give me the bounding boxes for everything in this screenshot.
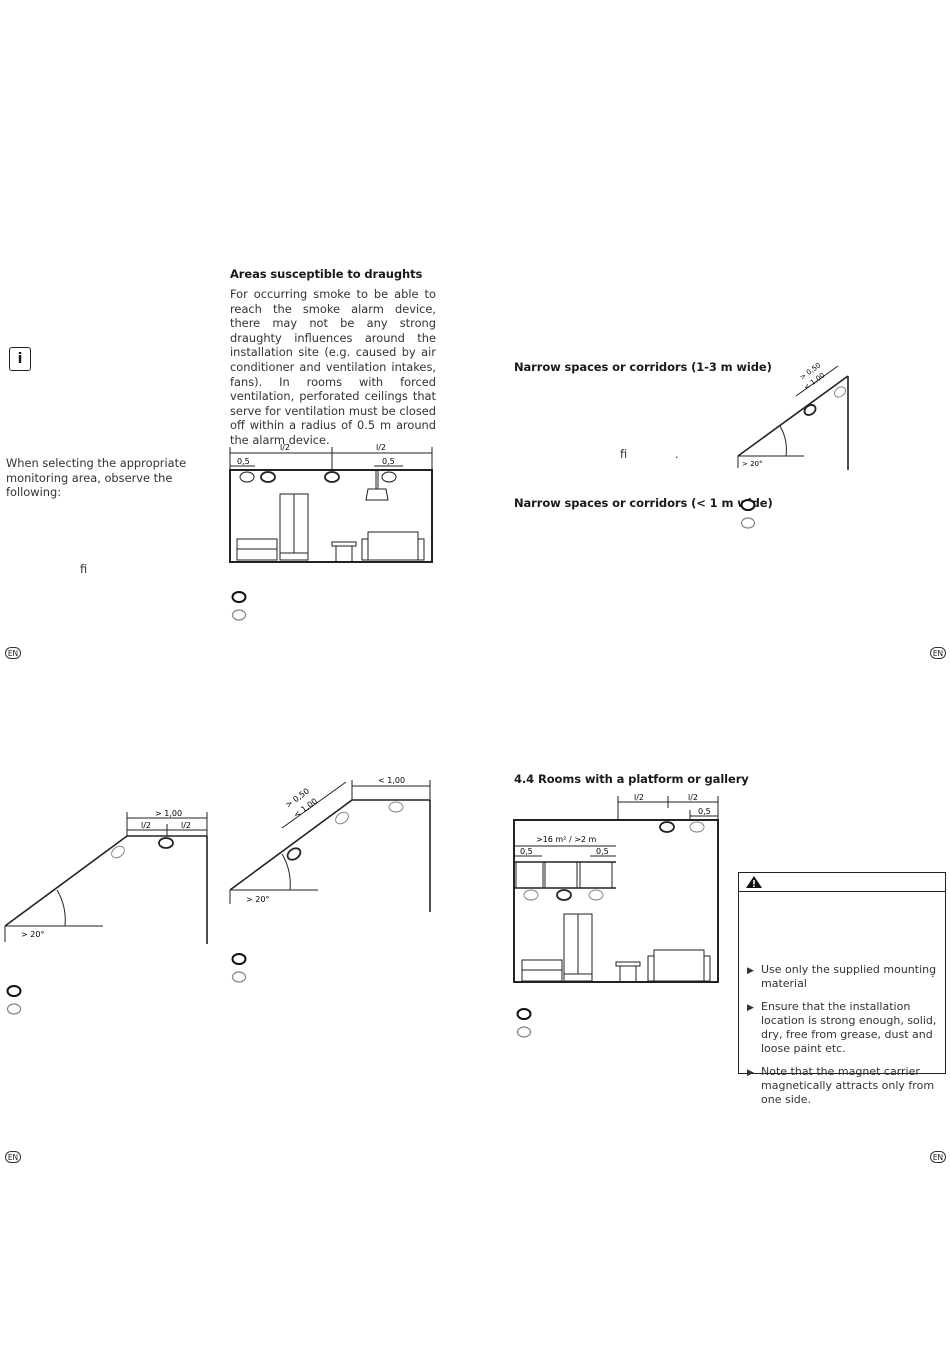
en-badge: EN — [930, 647, 946, 659]
draughts-paragraph: For occurring smoke to be able to reach … — [230, 287, 436, 447]
draught-label-half-right: l/2 — [376, 443, 386, 452]
draught-room-diagram: l/2 l/2 0,5 0,5 — [229, 443, 433, 563]
gallery-half-left: l/2 — [634, 793, 644, 802]
gallery-margin-right: 0,5 — [698, 807, 711, 816]
heading-corridor-1-3: Narrow spaces or corridors (1-3 m wide) — [514, 360, 772, 374]
bullet-arrow-icon: ▶ — [747, 1068, 754, 1078]
slope-b-span: < 1,00 — [378, 776, 405, 785]
slope-a-span: > 1,00 — [155, 809, 182, 818]
heading-corridor-lt1: Narrow spaces or corridors (< 1 m wide) — [514, 496, 773, 510]
bullet-arrow-icon: ▶ — [747, 1003, 754, 1013]
legend-detector-icons — [6, 985, 22, 1015]
legend-detector-icons — [231, 591, 247, 621]
legend-detector-icons — [516, 1008, 532, 1038]
gallery-platform-label: >16 m² / >2 m — [536, 835, 597, 844]
slope-a-half-left: l/2 — [141, 821, 151, 830]
en-badge: EN — [5, 1151, 21, 1163]
text-fragment: fi — [620, 447, 628, 461]
draught-label-margin-left: 0,5 — [237, 457, 250, 466]
en-badge: EN — [5, 647, 21, 659]
draught-label-margin-right: 0,5 — [382, 457, 395, 466]
warning-bullet-list: ▶ Use only the supplied mounting materia… — [747, 963, 941, 1116]
gallery-platform-left: 0,5 — [520, 847, 533, 856]
list-item: ▶ Use only the supplied mounting materia… — [747, 963, 937, 990]
en-badge: EN — [930, 1151, 946, 1163]
warning-box: ▶ Use only the supplied mounting materia… — [738, 872, 946, 1106]
gallery-platform-right: 0,5 — [596, 847, 609, 856]
slope-diagram: > 20° > 0,50 < 1,00 — [737, 361, 849, 470]
legend-detector-icons — [740, 499, 756, 529]
list-item: ▶ Ensure that the installation location … — [747, 1000, 937, 1055]
draught-label-half-left: l/2 — [280, 443, 290, 452]
bullet-arrow-icon: ▶ — [747, 966, 754, 976]
info-icon: i — [9, 347, 31, 371]
gallery-room-diagram: l/2 l/2 0,5 >16 m² / >2 m 0,5 0,5 — [513, 793, 719, 983]
slope-b-angle: > 20° — [246, 895, 269, 904]
slope-a-angle: > 20° — [21, 930, 44, 939]
list-item: ▶ Note that the magnet carrier magnetica… — [747, 1065, 935, 1106]
text-fragment: fi — [80, 562, 88, 576]
slope-diagram-b: < 1,00 > 0,50 < 1,00 > 20° — [229, 776, 431, 912]
text-fragment-dot: . — [675, 447, 679, 461]
heading-gallery: 4.4 Rooms with a platform or gallery — [514, 772, 749, 786]
warning-header — [739, 873, 945, 892]
gallery-half-right: l/2 — [688, 793, 698, 802]
slope-diagram-a: > 1,00 l/2 l/2 > 20° — [4, 809, 208, 944]
slope-a-half-right: l/2 — [181, 821, 191, 830]
slope-angle-label: > 20° — [742, 460, 763, 468]
warning-triangle-icon — [746, 876, 762, 888]
warning-dot: . — [931, 967, 935, 980]
legend-detector-icons — [231, 953, 247, 983]
heading-draughts: Areas susceptible to draughts — [230, 267, 423, 281]
selection-note: When selecting the appropriate monitorin… — [6, 456, 187, 500]
